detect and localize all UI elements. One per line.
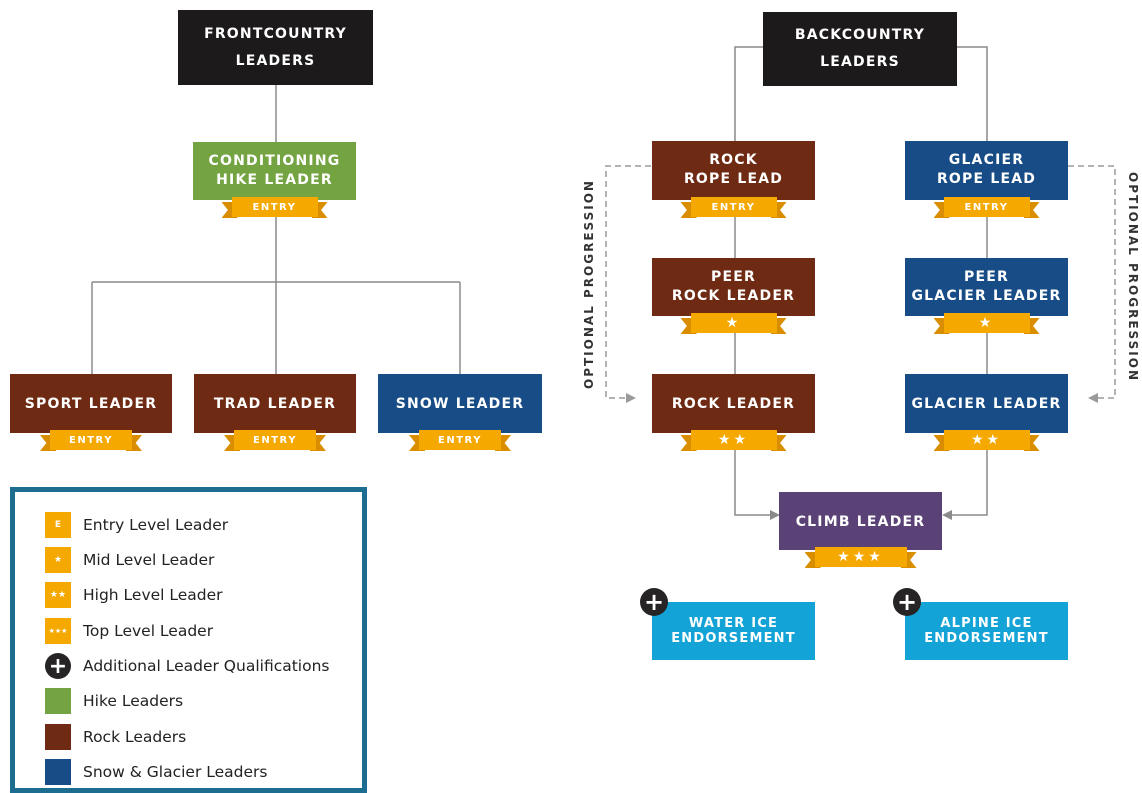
node-line: ROCK LEADER [671, 288, 796, 304]
node-line: HIKE LEADER [216, 172, 333, 188]
plus-icon: + [45, 653, 71, 679]
star-glyph: ★★★ [48, 627, 68, 635]
optional-progression-left-label: OPTIONAL PROGRESSION [582, 179, 596, 389]
peer-glacier-leader-node: PEER GLACIER LEADER ★ [905, 258, 1068, 334]
node-line: ROCK LEADER [671, 396, 796, 412]
top-level-ribbon: ★★★ [804, 546, 917, 568]
ribbon-label: ENTRY [231, 197, 318, 217]
star-glyph: ★ [53, 555, 63, 565]
node-line: SPORT LEADER [24, 396, 158, 412]
legend-item-high: ★★ High Level Leader [45, 582, 223, 608]
legend-item-rock: Rock Leaders [45, 724, 186, 750]
node-line: ENDORSEMENT [924, 631, 1049, 646]
legend-label: Mid Level Leader [83, 551, 215, 569]
mid-level-ribbon: ★ [680, 312, 787, 334]
legend-label: High Level Leader [83, 586, 223, 604]
plus-icon: + [893, 588, 921, 616]
legend-label: Hike Leaders [83, 692, 184, 710]
entry-ribbon: ENTRY [40, 429, 142, 451]
header-line: LEADERS [820, 54, 900, 70]
entry-ribbon: ENTRY [221, 196, 328, 218]
ribbon-label: ENTRY [234, 430, 316, 450]
three-star-icon: ★★★ [814, 547, 907, 567]
entry-swatch-letter: E [54, 520, 62, 530]
entry-ribbon: ENTRY [224, 429, 326, 451]
node-line: TRAD LEADER [213, 396, 337, 412]
high-level-ribbon: ★★ [680, 429, 787, 451]
rock-leader-node: ROCK LEADER ★★ [652, 374, 815, 451]
two-star-icon: ★★ [690, 430, 777, 450]
legend-item-hike: Hike Leaders [45, 688, 183, 714]
two-star-icon: ★★ [943, 430, 1030, 450]
legend-item-additional: + Additional Leader Qualifications [45, 653, 330, 679]
legend-label: Top Level Leader [83, 622, 214, 640]
node-line: ROCK [709, 152, 758, 168]
header-line: LEADERS [235, 52, 316, 69]
glacier-leader-node: GLACIER LEADER ★★ [905, 374, 1068, 451]
node-line: ALPINE ICE [940, 616, 1033, 631]
two-star-icon: ★★ [45, 582, 71, 608]
entry-ribbon: ENTRY [680, 196, 787, 218]
legend-item-top: ★★★ Top Level Leader [45, 618, 213, 644]
node-line: CLIMB LEADER [795, 514, 926, 530]
hike-color-swatch [45, 688, 71, 714]
legend-item-entry: E Entry Level Leader [45, 512, 228, 538]
snow-glacier-color-swatch [45, 759, 71, 785]
legend-box: E Entry Level Leader ★ Mid Level Leader … [10, 487, 367, 793]
star-icon: ★ [690, 313, 777, 333]
ribbon-label: ENTRY [50, 430, 132, 450]
ribbon-label: ENTRY [943, 197, 1030, 217]
node-line: GLACIER LEADER [911, 288, 1062, 304]
three-star-icon: ★★★ [45, 618, 71, 644]
high-level-ribbon: ★★ [933, 429, 1040, 451]
trad-leader-node: TRAD LEADER ENTRY [194, 374, 356, 451]
legend-label: Additional Leader Qualifications [83, 657, 330, 675]
climb-leader-node: CLIMB LEADER ★★★ [779, 492, 942, 568]
node-line: SNOW LEADER [395, 396, 525, 412]
frontcountry-leaders-header: FRONTCOUNTRY LEADERS [178, 10, 373, 85]
ribbon-label: ENTRY [419, 430, 501, 450]
optional-progression-right-label: OPTIONAL PROGRESSION [1126, 172, 1140, 382]
node-line: GLACIER [948, 152, 1025, 168]
node-line: ROPE LEAD [936, 171, 1037, 187]
backcountry-leaders-header: BACKCOUNTRY LEADERS [763, 12, 957, 86]
star-icon: ★ [45, 547, 71, 573]
sport-leader-node: SPORT LEADER ENTRY [10, 374, 172, 451]
glacier-rope-lead-node: GLACIER ROPE LEAD ENTRY [905, 141, 1068, 218]
legend-item-snow-glacier: Snow & Glacier Leaders [45, 759, 267, 785]
mid-level-ribbon: ★ [933, 312, 1040, 334]
node-line: PEER [711, 269, 756, 285]
entry-level-icon: E [45, 512, 71, 538]
plus-glyph: + [48, 653, 68, 679]
node-line: ROPE LEAD [683, 171, 784, 187]
node-line: PEER [964, 269, 1009, 285]
snow-leader-node: SNOW LEADER ENTRY [378, 374, 542, 451]
peer-rock-leader-node: PEER ROCK LEADER ★ [652, 258, 815, 334]
plus-icon: + [640, 588, 668, 616]
header-line: FRONTCOUNTRY [204, 25, 347, 42]
star-icon: ★ [943, 313, 1030, 333]
node-line: ENDORSEMENT [671, 631, 796, 646]
legend-label: Snow & Glacier Leaders [83, 763, 268, 781]
legend-label: Rock Leaders [83, 728, 187, 746]
ribbon-label: ENTRY [690, 197, 777, 217]
alpine-ice-endorsement-node: ALPINE ICE ENDORSEMENT [905, 602, 1068, 660]
water-ice-endorsement-node: WATER ICE ENDORSEMENT [652, 602, 815, 660]
entry-ribbon: ENTRY [409, 429, 511, 451]
node-line: WATER ICE [688, 616, 779, 631]
node-line: GLACIER LEADER [911, 396, 1062, 412]
conditioning-hike-leader-node: CONDITIONING HIKE LEADER ENTRY [193, 142, 356, 218]
header-line: BACKCOUNTRY [794, 27, 926, 43]
entry-ribbon: ENTRY [933, 196, 1040, 218]
rock-color-swatch [45, 724, 71, 750]
node-line: CONDITIONING [208, 153, 341, 169]
star-glyph: ★★ [49, 590, 67, 600]
legend-label: Entry Level Leader [83, 516, 229, 534]
legend-item-mid: ★ Mid Level Leader [45, 547, 214, 573]
rock-rope-lead-node: ROCK ROPE LEAD ENTRY [652, 141, 815, 218]
